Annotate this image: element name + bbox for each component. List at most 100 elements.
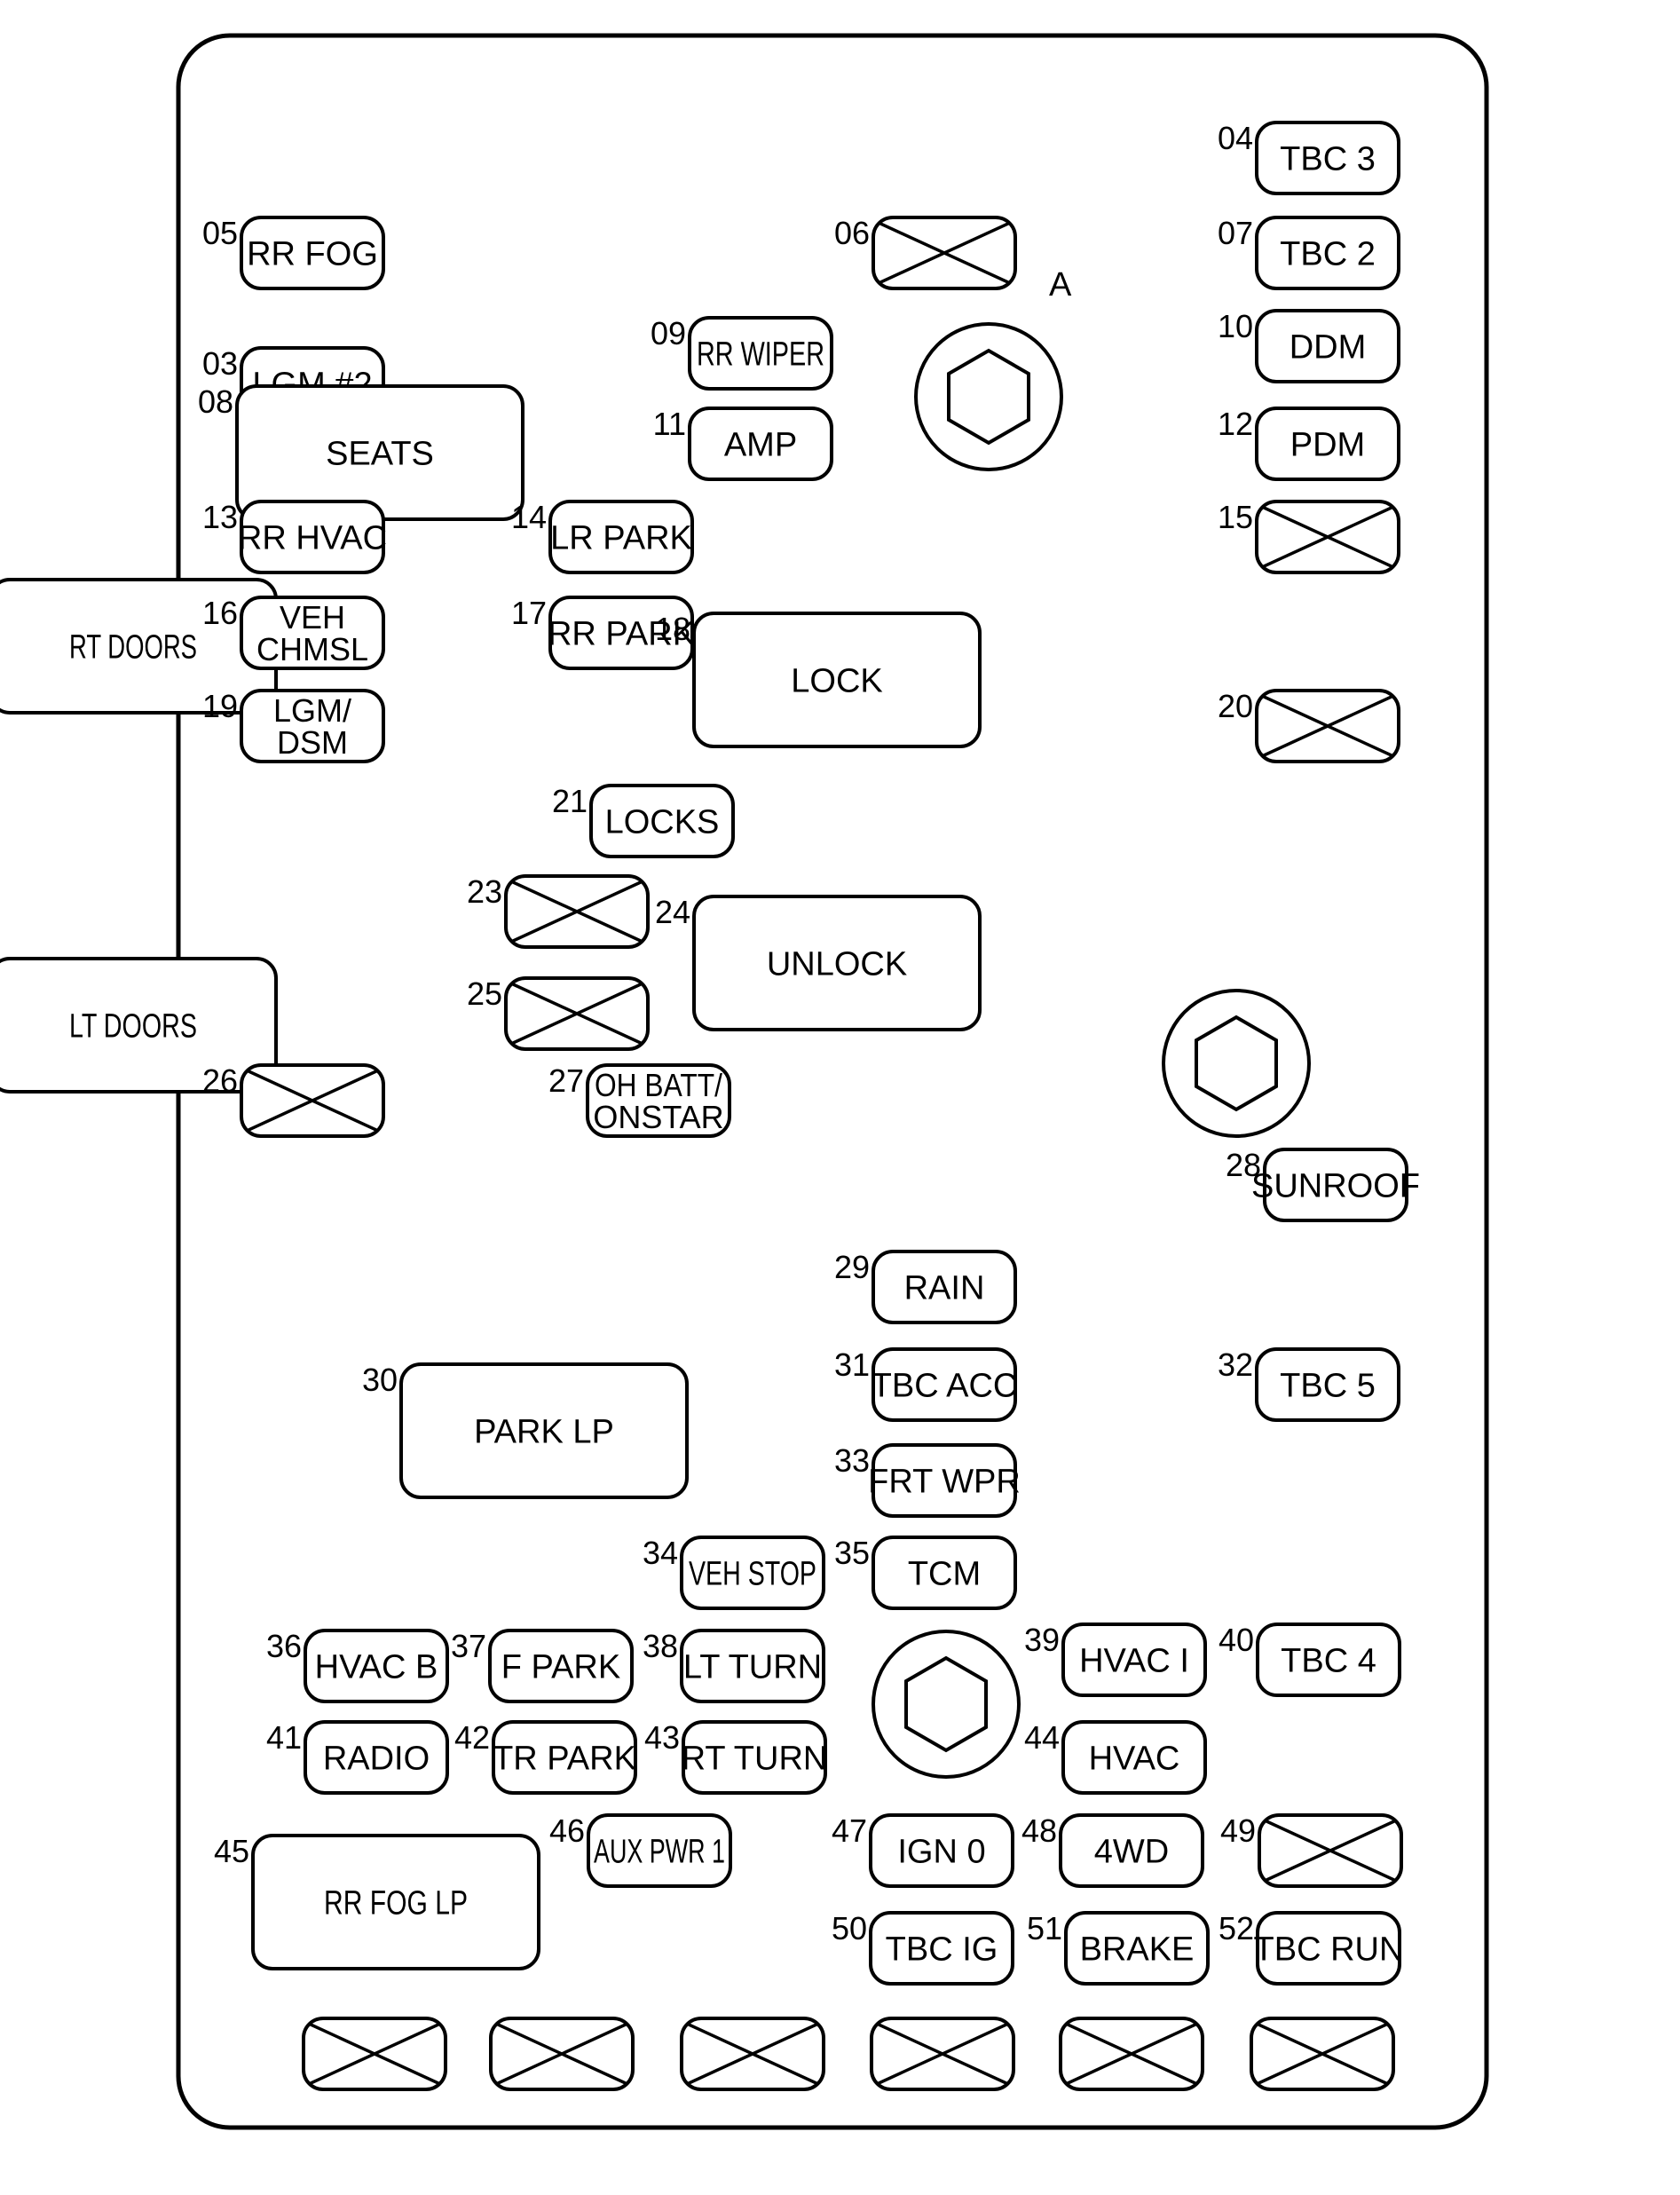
fuse-number-46: 46 bbox=[549, 1812, 585, 1849]
fuse-number-41: 41 bbox=[266, 1719, 302, 1756]
fuse-number-11: 11 bbox=[653, 406, 686, 442]
fuse-slot-11: AMP 11 bbox=[653, 406, 833, 481]
fuse-label-11: AMP bbox=[724, 427, 797, 464]
fuse-number-35: 35 bbox=[834, 1535, 870, 1571]
spare-slot bbox=[1250, 2017, 1395, 2091]
fuse-slot-15: 15 bbox=[1218, 499, 1400, 574]
fuse-slot-49: 49 bbox=[1220, 1812, 1403, 1888]
fuse-number-21: 21 bbox=[552, 783, 588, 819]
fuse-number-34: 34 bbox=[643, 1535, 678, 1571]
fuse-label-44: HVAC bbox=[1089, 1741, 1180, 1778]
fuse-number-30: 30 bbox=[362, 1362, 398, 1398]
fuse-number-20: 20 bbox=[1218, 688, 1253, 724]
fuse-label-13: RR HVAC bbox=[238, 520, 387, 557]
fuse-number-07: 07 bbox=[1218, 215, 1253, 251]
fuse-number-15: 15 bbox=[1218, 499, 1253, 535]
fuse-label-19: LGM/ bbox=[273, 692, 351, 729]
fuse-label-01: RT DOORS bbox=[69, 629, 197, 667]
fuse-slot-02: LT DOORS02 bbox=[0, 957, 278, 1094]
fuse-number-32: 32 bbox=[1218, 1346, 1253, 1383]
fuse-label-19: DSM bbox=[277, 724, 348, 761]
fuse-number-14: 14 bbox=[511, 499, 547, 535]
fuse-label-52: TBC RUN bbox=[1254, 1931, 1404, 1969]
fuse-number-28: 28 bbox=[1226, 1147, 1261, 1183]
fuse-slot-01: RT DOORS01 bbox=[0, 578, 278, 715]
annotation-label: A bbox=[1049, 266, 1072, 304]
fuse-label-51: BRAKE bbox=[1080, 1931, 1195, 1969]
fuse-label-14: LR PARK bbox=[550, 520, 692, 557]
fuse-number-44: 44 bbox=[1024, 1719, 1060, 1756]
fuse-slot-06: 06 bbox=[834, 215, 1017, 290]
fuse-label-16: VEH bbox=[280, 599, 345, 636]
fuse-slot-23: 23 bbox=[467, 873, 650, 949]
fuse-number-31: 31 bbox=[834, 1346, 870, 1383]
fuse-label-42: TR PARK bbox=[493, 1741, 636, 1778]
fuse-label-24: UNLOCK bbox=[767, 946, 907, 983]
fuse-number-19: 19 bbox=[202, 688, 238, 724]
fuse-label-35: TCM bbox=[908, 1556, 981, 1593]
fuse-label-37: F PARK bbox=[501, 1649, 620, 1686]
fuse-number-05: 05 bbox=[202, 215, 238, 251]
fuse-number-03: 03 bbox=[202, 345, 238, 382]
fuse-label-07: TBC 2 bbox=[1280, 236, 1376, 273]
fuse-label-33: FRT WPR bbox=[868, 1464, 1021, 1501]
fuse-slot-20: 20 bbox=[1218, 688, 1400, 763]
mounting-bolt bbox=[1162, 989, 1311, 1138]
fuse-label-18: LOCK bbox=[791, 663, 882, 700]
fuse-number-17: 17 bbox=[511, 595, 547, 631]
fuse-number-25: 25 bbox=[467, 975, 502, 1012]
fuse-number-38: 38 bbox=[643, 1628, 678, 1664]
fuse-number-33: 33 bbox=[834, 1442, 870, 1479]
fuse-slot-04: TBC 304 bbox=[1218, 120, 1400, 195]
fuse-label-10: DDM bbox=[1290, 329, 1367, 367]
fuse-slot-44: HVAC 44 bbox=[1024, 1719, 1207, 1795]
fuse-slot-40: TBC 440 bbox=[1219, 1622, 1401, 1697]
fuse-label-27: OH BATT/ bbox=[595, 1067, 722, 1103]
fuse-number-43: 43 bbox=[644, 1719, 680, 1756]
spare-slot bbox=[489, 2017, 635, 2091]
fuse-slot-34: VEH STOP 34 bbox=[643, 1535, 825, 1610]
fuse-label-47: IGN 0 bbox=[897, 1834, 985, 1871]
fuse-number-49: 49 bbox=[1220, 1812, 1256, 1849]
fuse-number-23: 23 bbox=[467, 873, 502, 910]
mounting-bolt bbox=[872, 1630, 1021, 1779]
fuse-slot-36: HVAC B36 bbox=[266, 1628, 449, 1703]
fuse-number-13: 13 bbox=[202, 499, 238, 535]
fuse-label-40: TBC 4 bbox=[1281, 1643, 1376, 1680]
spare-slot bbox=[680, 2017, 825, 2091]
fuse-label-34: VEH STOP bbox=[689, 1556, 816, 1593]
fuse-slot-35: TCM 35 bbox=[834, 1535, 1017, 1610]
fuse-label-41: RADIO bbox=[323, 1741, 430, 1778]
fuse-number-42: 42 bbox=[454, 1719, 490, 1756]
fuse-label-16: CHMSL bbox=[256, 631, 368, 667]
fuse-number-39: 39 bbox=[1024, 1622, 1060, 1658]
fuse-slot-41: RADIO 41 bbox=[266, 1719, 449, 1795]
fuse-number-52: 52 bbox=[1219, 1910, 1254, 1946]
fuse-label-50: TBC IG bbox=[886, 1931, 998, 1969]
fuse-label-28: SUNROOF bbox=[1251, 1168, 1420, 1205]
fuse-slot-07: TBC 2 07 bbox=[1218, 215, 1400, 290]
fuse-number-06: 06 bbox=[834, 215, 870, 251]
fuse-number-45: 45 bbox=[214, 1833, 249, 1869]
fuse-number-27: 27 bbox=[548, 1062, 584, 1099]
fuse-label-46: AUX PWR 1 bbox=[594, 1834, 725, 1871]
fuse-number-04: 04 bbox=[1218, 120, 1253, 156]
spare-slot bbox=[302, 2017, 447, 2091]
fuse-slot-25: 25 bbox=[467, 975, 650, 1051]
fuse-slot-32: TBC 532 bbox=[1218, 1346, 1400, 1422]
fuse-number-16: 16 bbox=[202, 595, 238, 631]
fuse-number-26: 26 bbox=[202, 1062, 238, 1099]
